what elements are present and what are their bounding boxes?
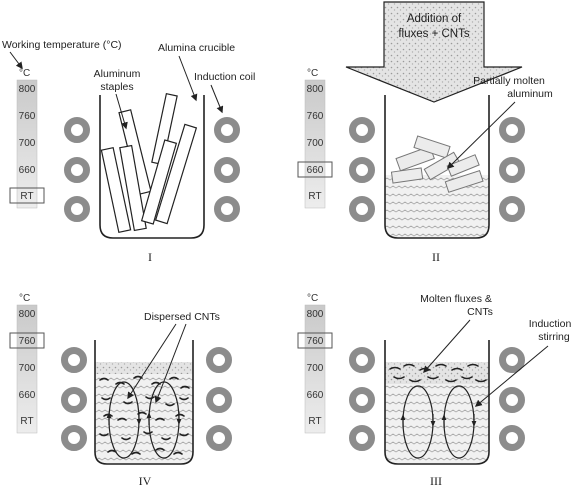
temperature-marker <box>297 332 333 349</box>
staples-arrow <box>115 93 128 130</box>
dispersed-arrow-1 <box>127 323 177 400</box>
tick-rt: RT <box>308 191 321 202</box>
induction-coil-left-i <box>64 117 90 222</box>
tick-700: 700 <box>307 363 324 374</box>
tick-rt: RT <box>308 416 321 427</box>
tick-rt: RT <box>20 416 33 427</box>
induction-coil-left-iv <box>61 347 87 451</box>
molten-aluminum-ii <box>385 175 489 238</box>
tick-760: 760 <box>307 111 324 122</box>
tick-660: 660 <box>19 165 36 176</box>
tick-660: 660 <box>307 165 324 176</box>
tick-700: 700 <box>19 363 36 374</box>
panel-label-i: I <box>148 250 152 264</box>
panel-i: Working temperature (°C) °C 800 760 700 … <box>2 39 255 264</box>
temperature-marker <box>9 332 45 349</box>
panel-label-iv: IV <box>139 474 152 488</box>
thermometer-bar <box>16 304 38 434</box>
fluxes-arrow <box>423 319 471 374</box>
dispersed-arrow-2 <box>154 323 187 404</box>
induction-coil-right-ii <box>499 117 525 222</box>
tick-rt: RT <box>20 191 33 202</box>
unit-label: °C <box>19 68 30 79</box>
alumina-crucible-iv <box>94 340 194 465</box>
partially-molten-label-2: aluminum <box>507 88 553 100</box>
alumina-crucible-i <box>99 95 205 239</box>
induction-coil-left-ii <box>349 117 375 222</box>
tick-800: 800 <box>19 309 36 320</box>
molten-fluxes-label-2: CNTs <box>467 306 493 318</box>
tick-800: 800 <box>19 84 36 95</box>
temperature-marker <box>9 187 45 204</box>
thermometer-iv: °C 800 760 700 660 RT <box>9 293 45 434</box>
tick-700: 700 <box>307 138 324 149</box>
dispersed-cnts-label: Dispersed CNTs <box>144 311 220 323</box>
crucible-arrow <box>178 55 198 102</box>
panel-iv: °C 800 760 700 660 RT <box>9 293 232 488</box>
partially-molten-label-1: Partially molten <box>473 75 545 87</box>
alumina-crucible-ii <box>384 95 490 239</box>
addition-arrow <box>345 1 523 103</box>
alumina-crucible-label: Alumina crucible <box>158 42 235 54</box>
working-temperature-label: Working temperature (°C) <box>2 39 122 51</box>
thermometer-iii: °C 800 760 700 660 RT <box>297 293 333 434</box>
panel-ii: Addition of fluxes + CNTs °C 800 760 700… <box>297 1 553 264</box>
coil-arrow <box>210 84 224 114</box>
addition-label-2: fluxes + CNTs <box>398 28 470 40</box>
tick-760: 760 <box>19 111 36 122</box>
floating-staples <box>390 135 484 193</box>
aluminum-staples <box>100 93 198 234</box>
induction-coil-right-iii <box>499 347 525 451</box>
tick-760: 760 <box>307 336 324 347</box>
working-temperature-arrow <box>9 51 23 70</box>
thermometer-bar <box>304 304 326 434</box>
tick-800: 800 <box>307 84 324 95</box>
unit-label: °C <box>307 68 318 79</box>
panel-label-ii: II <box>432 250 440 264</box>
tick-800: 800 <box>307 309 324 320</box>
flux-layer-iv <box>95 362 193 374</box>
tick-760: 760 <box>19 336 36 347</box>
flux-layer-iii <box>385 362 489 384</box>
induction-stirring-label-2: stirring <box>538 331 570 343</box>
alumina-crucible-iii <box>384 340 490 465</box>
unit-label: °C <box>19 293 30 304</box>
tick-660: 660 <box>307 390 324 401</box>
induction-coil-right-iv <box>206 347 232 451</box>
aluminum-staples-label-1: Aluminum <box>94 68 141 80</box>
panel-iii: °C 800 760 700 660 RT <box>297 293 572 488</box>
thermometer-bar <box>304 79 326 209</box>
addition-label-1: Addition of <box>407 13 462 25</box>
induction-coil-left-iii <box>349 347 375 451</box>
induction-coil-right-i <box>214 117 240 222</box>
unit-label: °C <box>307 293 318 304</box>
molten-arrow <box>447 101 516 169</box>
temperature-marker <box>297 161 333 178</box>
tick-660: 660 <box>19 390 36 401</box>
molten-fluxes-label-1: Molten fluxes & <box>420 293 492 305</box>
induction-coil-label: Induction coil <box>194 71 255 83</box>
aluminum-staples-label-2: staples <box>100 81 133 93</box>
thermometer-ii: °C 800 760 700 660 RT <box>297 68 333 209</box>
stirring-loops-iii <box>400 385 477 459</box>
induction-stirring-label-1: Induction <box>529 318 572 330</box>
thermometer-i: °C 800 760 700 660 RT <box>9 68 45 209</box>
tick-700: 700 <box>19 138 36 149</box>
thermometer-bar <box>16 79 38 209</box>
stirring-arrow <box>474 345 549 407</box>
panel-label-iii: III <box>430 474 442 488</box>
